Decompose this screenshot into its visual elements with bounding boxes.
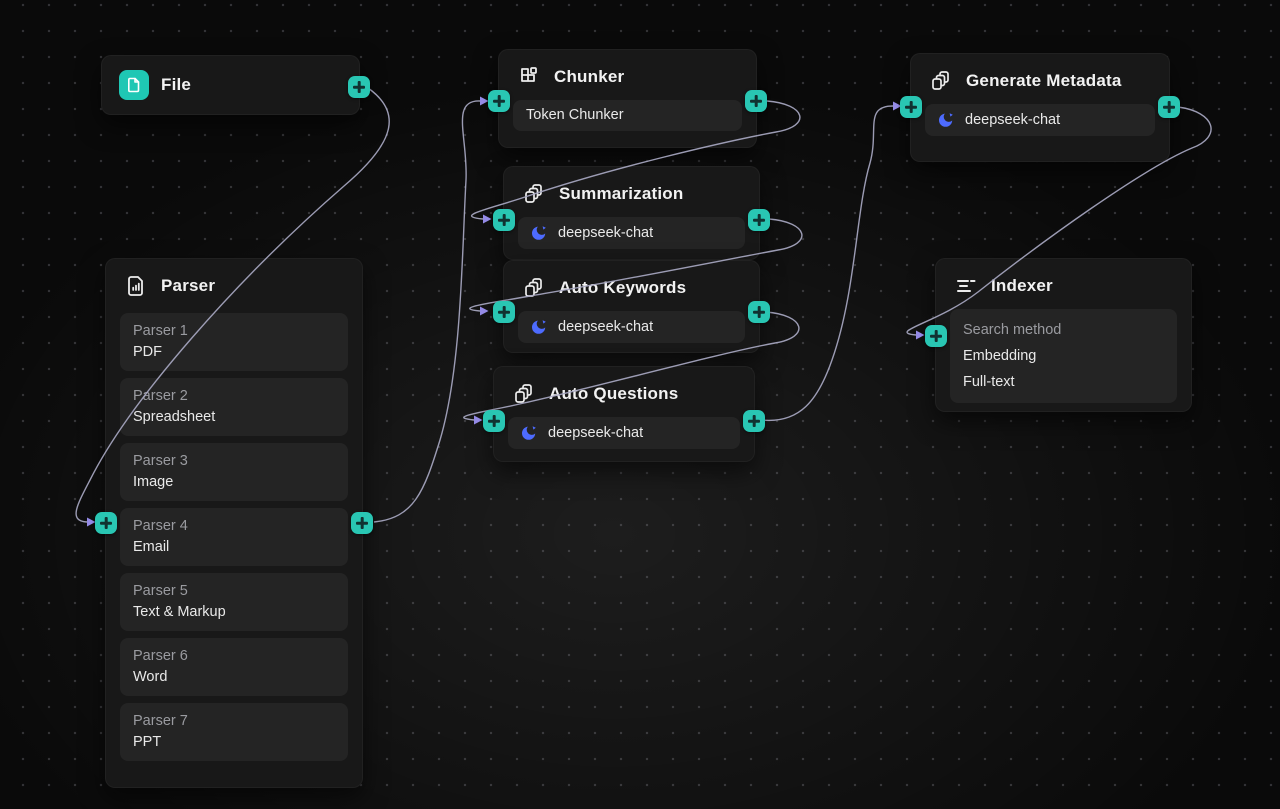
node-title: Auto Keywords [559,278,687,297]
model-selector[interactable]: deepseek-chat [518,217,745,249]
model-selector[interactable]: deepseek-chat [508,417,740,449]
parser-input-port[interactable] [95,512,117,534]
node-title: Parser [161,276,216,295]
deepseek-icon [522,424,537,440]
auto-questions-input-port[interactable] [483,410,505,432]
file-output-port[interactable] [348,76,370,98]
parser-item[interactable]: Parser 5 Text & Markup [120,573,348,631]
auto-keywords-output-port[interactable] [748,301,770,323]
deepseek-icon [532,224,547,240]
pages-stack-icon [511,381,537,407]
node-title: Summarization [559,184,684,203]
model-selector[interactable]: deepseek-chat [518,311,745,343]
node-parser[interactable]: Parser Parser 1 PDF Parser 2 Spreadsheet… [95,258,373,788]
parser-output-port[interactable] [351,512,373,534]
summarization-input-port[interactable] [493,209,515,231]
node-summarization[interactable]: Summarization deepseek-chat [493,166,770,260]
node-title: Auto Questions [549,384,679,403]
parser-item[interactable]: Parser 4 Email [120,508,348,566]
indexer-input-port[interactable] [925,325,947,347]
deepseek-icon [532,318,547,334]
model-selector[interactable]: deepseek-chat [925,104,1155,136]
parser-item[interactable]: Parser 6 Word [120,638,348,696]
parser-item[interactable]: Parser 1 PDF [120,313,348,371]
auto-questions-output-port[interactable] [743,410,765,432]
node-auto-keywords[interactable]: Auto Keywords deepseek-chat [493,260,770,353]
chunker-output-port[interactable] [745,90,767,112]
node-generate-metadata[interactable]: Generate Metadata deepseek-chat [900,53,1180,162]
node-auto-questions[interactable]: Auto Questions deepseek-chat [483,366,765,462]
node-indexer[interactable]: Indexer Search method Embedding Full-tex… [925,258,1192,412]
file-chart-icon [123,273,149,299]
edge-parser-chunker[interactable] [373,100,481,523]
parser-item[interactable]: Parser 7 PPT [120,703,348,761]
parser-item[interactable]: Parser 3 Image [120,443,348,501]
summarization-output-port[interactable] [748,209,770,231]
generate-metadata-input-port[interactable] [900,96,922,118]
index-lines-icon [953,273,979,299]
pages-stack-icon [521,181,547,207]
file-icon [119,70,149,100]
chunker-input-port[interactable] [488,90,510,112]
node-chunker[interactable]: Chunker Token Chunker [488,49,767,148]
node-title: Chunker [554,67,625,86]
pages-stack-icon [521,275,547,301]
parser-item[interactable]: Parser 2 Spreadsheet [120,378,348,436]
chunker-method[interactable]: Token Chunker [513,100,742,131]
auto-keywords-input-port[interactable] [493,301,515,323]
pages-stack-icon [928,68,954,94]
node-file[interactable]: File [101,55,370,115]
node-title: Generate Metadata [966,71,1122,90]
edge-auto-questions-generate-metadata[interactable] [760,105,894,422]
blocks-icon [516,64,542,90]
node-title: File [161,75,192,94]
node-title: Indexer [991,276,1053,295]
search-method-field[interactable]: Search method Embedding Full-text [950,309,1177,403]
deepseek-icon [939,111,954,127]
generate-metadata-output-port[interactable] [1158,96,1180,118]
